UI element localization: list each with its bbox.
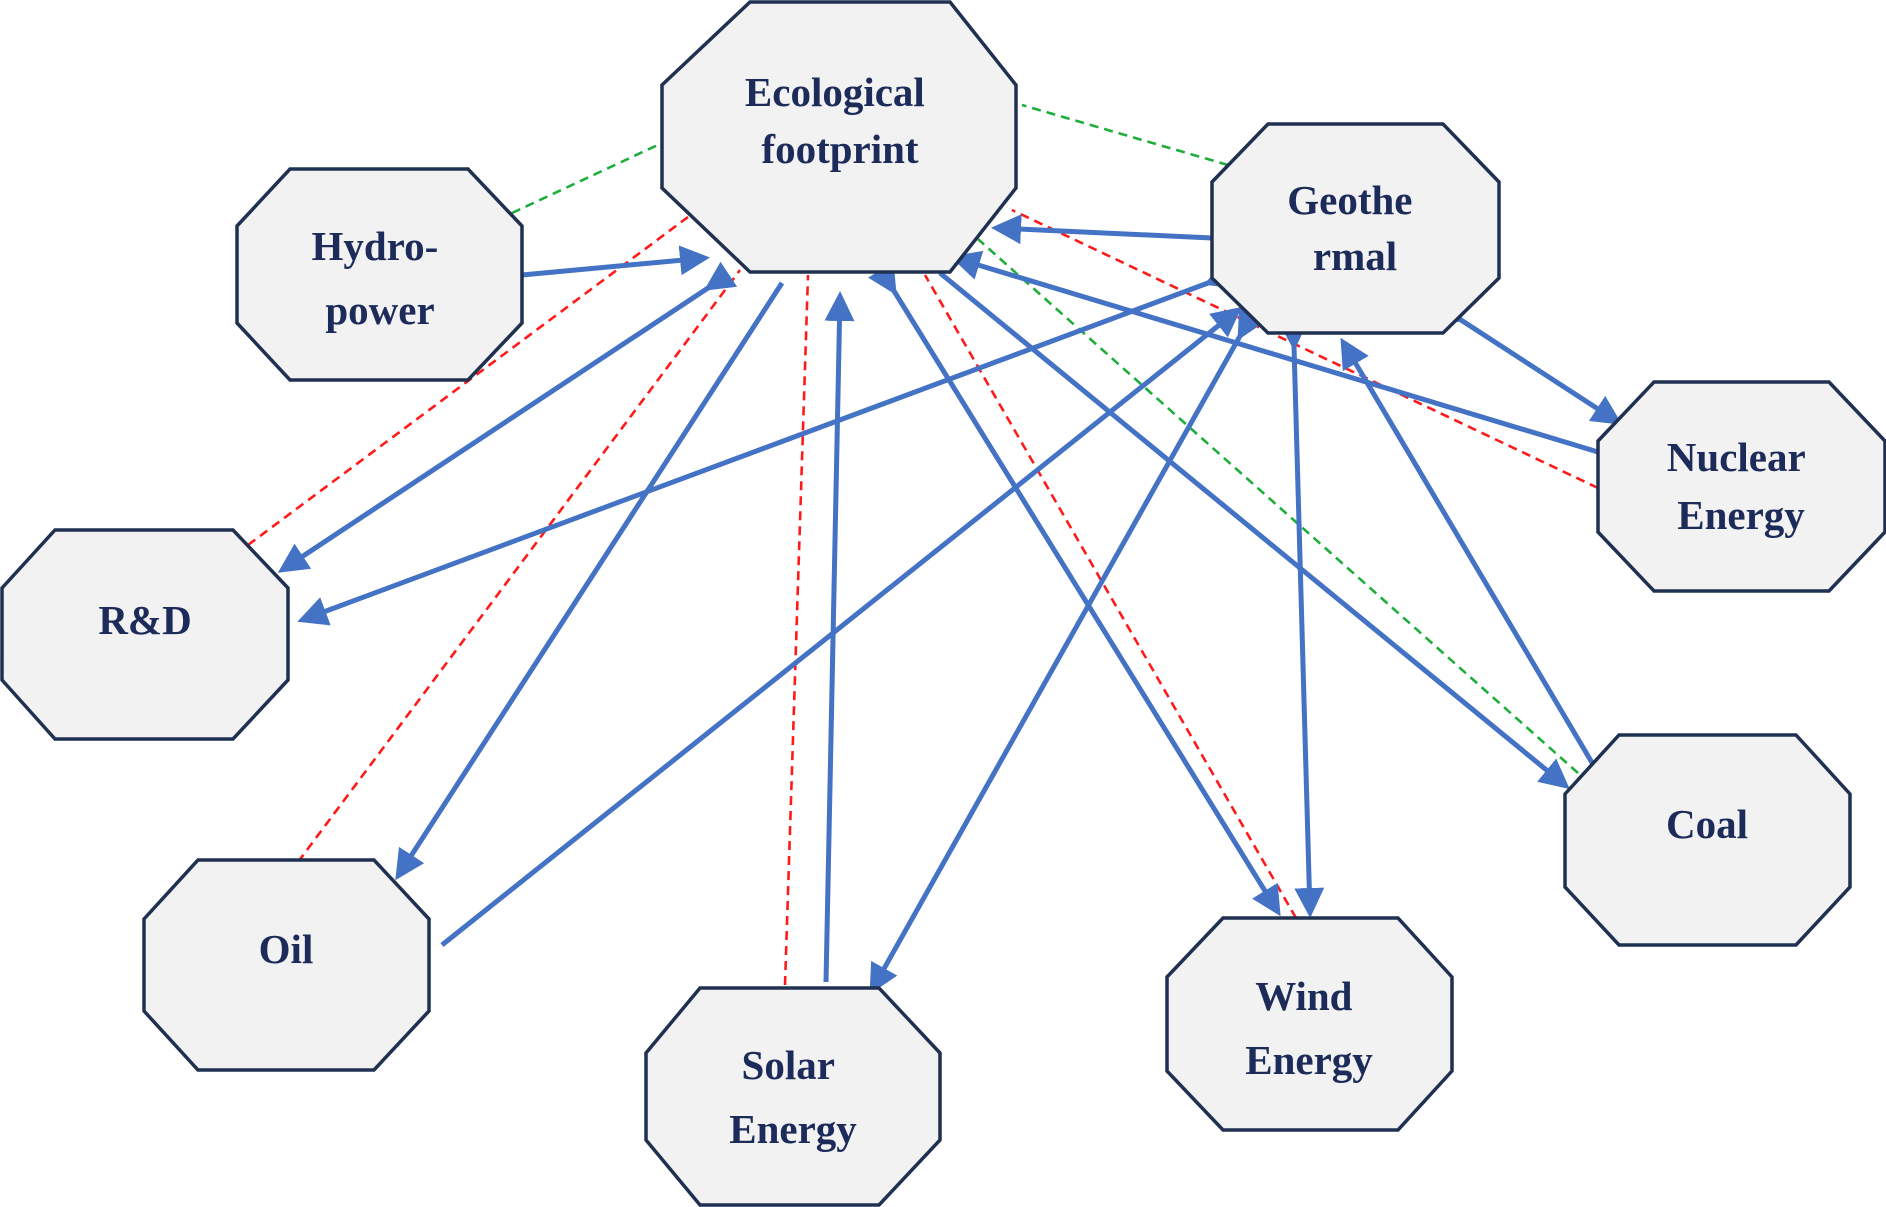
node-solar: Solar Energy bbox=[644, 986, 942, 1207]
svg-text:Oil: Oil bbox=[259, 926, 314, 972]
node-coal: Coal bbox=[1563, 733, 1852, 947]
dashed-link-wind-ecological-footprint bbox=[923, 274, 1298, 919]
node-oil-line-1: Oil bbox=[259, 926, 314, 972]
node-hydropower: Hydro- power bbox=[235, 167, 524, 382]
node-hydropower-line-2: power bbox=[325, 287, 434, 333]
node-nuclear-line-2: Energy bbox=[1677, 492, 1805, 538]
node-solar-line-1: Solar bbox=[742, 1042, 835, 1088]
dashed-link-hydropower-ecological-footprint bbox=[511, 141, 663, 215]
node-nuclear-line-1: Nuclear bbox=[1667, 434, 1806, 480]
arrow-geothermal-solar bbox=[869, 306, 1266, 995]
node-geothermal-line-2: rmal bbox=[1313, 233, 1397, 279]
dashed-link-nuclear-ecological-footprint bbox=[1011, 208, 1599, 490]
node-geothermal-line-1: Geothe bbox=[1287, 177, 1412, 223]
node-oil: Oil bbox=[142, 858, 431, 1072]
node-ecological-footprint: Ecological footprint bbox=[660, 0, 1018, 274]
node-geothermal: Geothe rmal bbox=[1210, 122, 1501, 335]
svg-text:Hydro- power: Hydro- power bbox=[311, 223, 448, 333]
svg-text:Wind Energy: Wind Energy bbox=[1245, 973, 1373, 1083]
edge-layer bbox=[247, 103, 1623, 995]
arrow-ecological-footprint-wind bbox=[868, 261, 1281, 917]
svg-text:Nuclear Energy: Nuclear Energy bbox=[1667, 434, 1815, 538]
svg-text:Coal: Coal bbox=[1666, 801, 1748, 847]
node-ecological-footprint-line-2: footprint bbox=[761, 126, 919, 172]
node-rd-line-1: R&D bbox=[98, 597, 191, 643]
node-wind-line-1: Wind bbox=[1255, 973, 1352, 1019]
dashed-link-solar-ecological-footprint bbox=[783, 274, 810, 986]
node-rd: R&D bbox=[0, 528, 290, 741]
svg-text:Solar Energy: Solar Energy bbox=[729, 1042, 857, 1152]
node-wind-line-2: Energy bbox=[1245, 1037, 1373, 1083]
dashed-link-geothermal-ecological-footprint bbox=[1021, 103, 1229, 167]
node-solar-line-2: Energy bbox=[729, 1106, 857, 1152]
svg-text:Ecological footprint: Ecological footprint bbox=[745, 69, 935, 172]
node-nuclear: Nuclear Energy bbox=[1596, 380, 1886, 593]
node-wind: Wind Energy bbox=[1165, 916, 1454, 1132]
arrow-geothermal-wind bbox=[1278, 320, 1325, 918]
svg-text:Geothe rmal: Geothe rmal bbox=[1287, 177, 1423, 279]
arrow-geothermal-to-ecological-footprint bbox=[991, 214, 1213, 245]
arrow-coal-to-geothermal bbox=[1340, 337, 1597, 768]
node-coal-line-1: Coal bbox=[1666, 801, 1748, 847]
node-ecological-footprint-line-1: Ecological bbox=[745, 69, 925, 115]
arrow-geothermal-nuclear bbox=[1431, 293, 1623, 425]
svg-text:R&D: R&D bbox=[98, 597, 191, 643]
node-hydropower-line-1: Hydro- bbox=[311, 223, 438, 269]
